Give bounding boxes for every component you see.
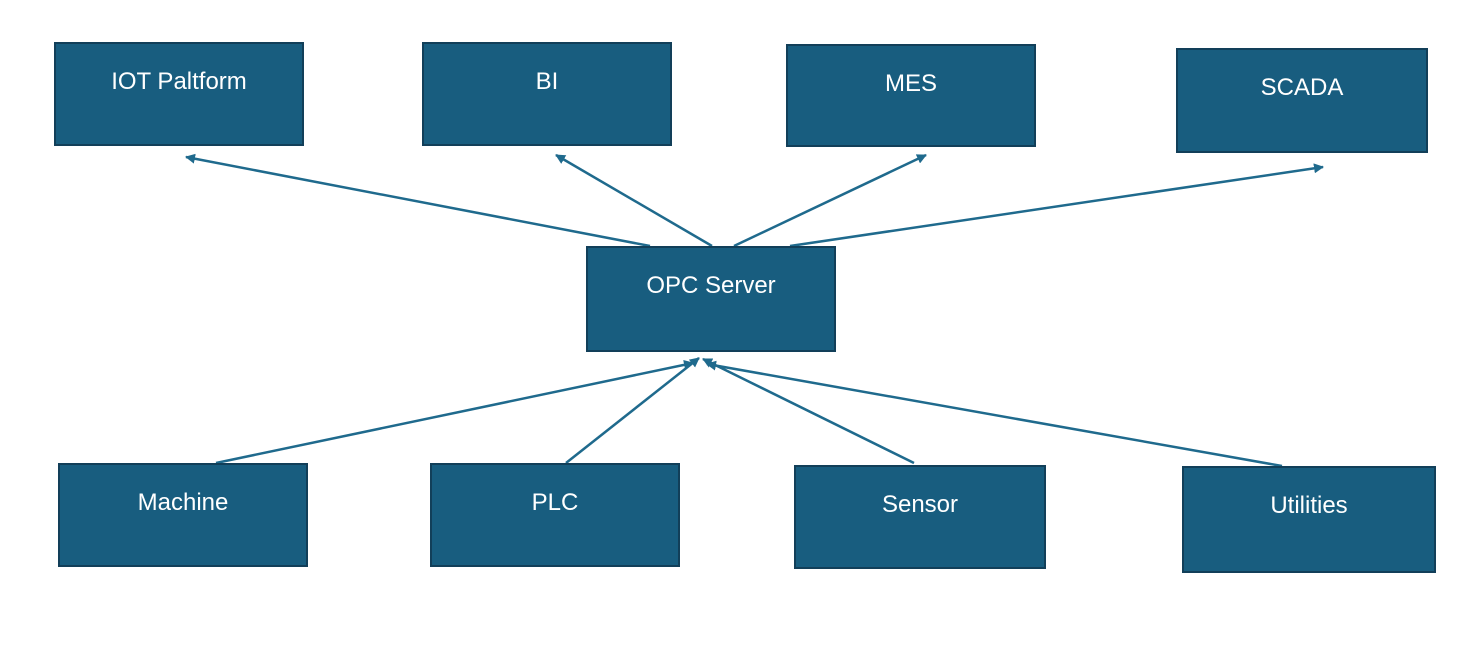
- scada-label: SCADA: [1260, 74, 1344, 101]
- bi-box: BI: [422, 42, 672, 146]
- edge-opc-to-mes: [733, 153, 927, 248]
- bi-label: BI: [535, 68, 559, 95]
- edge-machine-to-opc: [215, 359, 694, 465]
- opc-server-label: OPC Server: [646, 272, 776, 299]
- plc-label: PLC: [531, 489, 579, 516]
- mes-box: MES: [786, 44, 1036, 147]
- plc-box: PLC: [430, 463, 680, 567]
- utilities-label: Utilities: [1270, 492, 1348, 519]
- edge-utilities-to-opc: [706, 360, 1283, 468]
- iot-platform-box: IOT Paltform: [54, 42, 304, 146]
- utilities-box: Utilities: [1182, 466, 1436, 573]
- machine-box: Machine: [58, 463, 308, 567]
- iot-platform-label: IOT Paltform: [111, 68, 247, 95]
- opc-server-box: OPC Server: [586, 246, 836, 352]
- sensor-box: Sensor: [794, 465, 1046, 569]
- edge-plc-to-opc: [565, 357, 700, 464]
- edge-opc-to-scada: [789, 163, 1324, 248]
- sensor-label: Sensor: [881, 491, 959, 518]
- edge-opc-to-iot: [185, 153, 651, 248]
- mes-label: MES: [884, 70, 937, 97]
- edge-opc-to-bi: [555, 153, 713, 248]
- edge-sensor-to-opc: [702, 357, 915, 465]
- machine-label: Machine: [137, 489, 229, 516]
- scada-box: SCADA: [1176, 48, 1428, 153]
